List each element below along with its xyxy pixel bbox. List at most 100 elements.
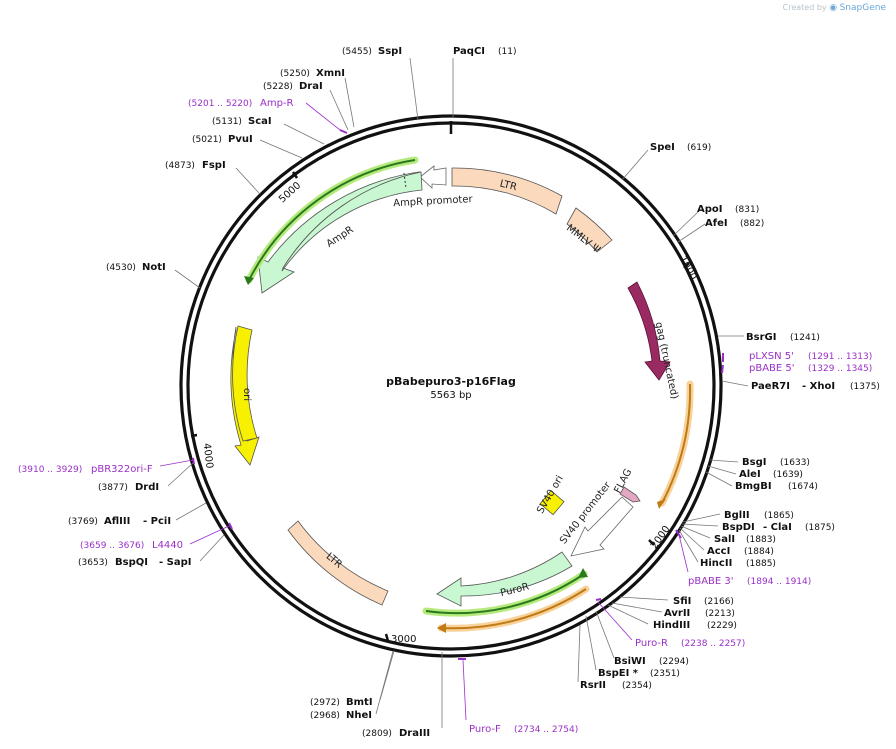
feature-ori[interactable]: ori	[230, 325, 260, 466]
site-name: RsrII	[580, 680, 606, 691]
site-nhei[interactable]: (2968) NheI	[310, 710, 372, 721]
feature-ampr-promoter[interactable]: AmpR promoter	[393, 165, 474, 209]
site-spei[interactable]: SpeI (619)	[650, 142, 711, 153]
site-sali[interactable]: SalI (1883)	[714, 534, 776, 545]
feature-green-arrow-bottom[interactable]	[422, 568, 588, 617]
feature-ltr-top[interactable]: LTR	[451, 167, 563, 215]
primer-range: (3659 .. 3676)	[80, 541, 144, 551]
site-pos: (2968)	[310, 711, 340, 721]
site-bmgbi[interactable]: BmgBI (1674)	[735, 481, 818, 492]
primer-pbabe-3[interactable]: pBABE 3' (1894 .. 1914)	[688, 576, 811, 587]
site-pos: (2972)	[310, 698, 340, 708]
primer-ampr-r[interactable]: (5201 .. 5220) Amp-R	[188, 98, 294, 109]
site-name: BsgI	[742, 457, 766, 468]
primer-name: Puro-R	[635, 638, 668, 649]
site-bsgi[interactable]: BsgI (1633)	[742, 457, 810, 468]
site-bsrgi[interactable]: BsrGI (1241)	[746, 332, 820, 343]
site-rsrii[interactable]: RsrII (2354)	[580, 680, 652, 691]
feature-sv40-ori[interactable]: SV40 ori	[535, 474, 566, 516]
site-sspi[interactable]: (5455) SspI	[342, 46, 402, 57]
site-paqci[interactable]: PaqCI (11)	[453, 46, 516, 57]
feature-ltr-bottom[interactable]: LTR	[287, 520, 389, 606]
primer-plxsn-5[interactable]: pLXSN 5' (1291 .. 1313)	[749, 351, 872, 362]
site-bspei[interactable]: BspEI * (2351)	[598, 668, 680, 679]
site-pos: (1375)	[850, 382, 880, 392]
brand-logo-text: SnapGene	[839, 3, 886, 13]
site-name: DraI	[299, 81, 323, 92]
feature-green-arrow-top[interactable]	[244, 156, 419, 285]
site-bspdi[interactable]: BspDI - ClaI (1875)	[722, 522, 835, 533]
site-drai[interactable]: (5228) DraI	[263, 81, 323, 92]
feature-label-ampr-promoter: AmpR promoter	[393, 194, 474, 209]
site-bglii[interactable]: BglII (1865)	[724, 510, 794, 521]
site-pos: (5455)	[342, 47, 372, 57]
site-name: PaeR7I	[751, 381, 790, 392]
primer-range: (1329 .. 1345)	[808, 364, 872, 374]
plasmid-name: pBabepuro3-p16Flag	[386, 375, 516, 388]
plasmid-size: 5563 bp	[430, 390, 471, 401]
site-bsiwi[interactable]: BsiWI (2294)	[614, 656, 689, 667]
site-pos: (2166)	[704, 597, 734, 607]
site-bspqi[interactable]: (3653) BspQI - SapI	[78, 557, 191, 568]
site-pos: (831)	[735, 205, 759, 215]
site-name: PvuI	[228, 134, 253, 145]
tick-labels: 1000 2000 3000 4000 5000	[201, 180, 699, 645]
tick-4000	[190, 433, 198, 438]
site-name: PaqCI	[453, 46, 485, 57]
site-hincii[interactable]: HincII (1885)	[700, 558, 776, 569]
site-pos: (2294)	[659, 657, 689, 667]
feature-puror[interactable]: PuroR	[436, 551, 573, 607]
site-noti[interactable]: (4530) NotI	[106, 262, 166, 273]
site-pvui[interactable]: (5021) PvuI	[192, 134, 253, 145]
primer-name: Puro-F	[469, 724, 501, 735]
site-afliii[interactable]: (3769) AflIII - PciI	[68, 516, 171, 527]
site-pos: (1633)	[780, 458, 810, 468]
site-name: ApoI	[697, 204, 723, 215]
feature-orange-right[interactable]	[657, 380, 694, 509]
primer-puro-r[interactable]: Puro-R (2238 .. 2257)	[635, 638, 745, 649]
feature-mmlv-psi[interactable]: MMLV Ψ	[564, 207, 613, 256]
site-alei[interactable]: AleI (1639)	[739, 469, 803, 480]
tick-1000	[683, 262, 690, 269]
site-afei[interactable]: AfeI (882)	[705, 218, 764, 229]
site-scai[interactable]: (5131) ScaI	[212, 116, 272, 127]
primer-marks	[159, 102, 724, 721]
site-name: HindIII	[653, 620, 690, 631]
site-acci[interactable]: AccI (1884)	[707, 546, 774, 557]
site-hindiii[interactable]: HindIII (2229)	[653, 620, 737, 631]
site-name: HincII	[700, 558, 732, 569]
site-bmti[interactable]: (2972) BmtI	[310, 697, 373, 708]
site-name-2: - SapI	[159, 557, 191, 568]
site-avrii[interactable]: AvrII (2213)	[664, 608, 735, 619]
primer-puro-f[interactable]: Puro-F (2734 .. 2754)	[469, 724, 578, 735]
primer-pbr322ori-f[interactable]: (3910 .. 3929) pBR322ori-F	[18, 464, 153, 475]
site-draiii[interactable]: (2809) DraIII	[362, 728, 430, 739]
site-pos: (1674)	[788, 482, 818, 492]
feature-orange-bottom[interactable]	[437, 585, 590, 633]
feature-gag-truncated[interactable]: gag (truncated)	[627, 281, 680, 400]
site-name: AleI	[739, 469, 761, 480]
arrowhead-icon	[244, 276, 254, 285]
primer-pbabe-5[interactable]: pBABE 5' (1329 .. 1345)	[749, 363, 872, 374]
site-paer7i[interactable]: PaeR7I - XhoI (1375)	[751, 381, 880, 392]
site-pos: (4530)	[106, 263, 136, 273]
position-ticks	[190, 121, 690, 642]
primer-l4440[interactable]: (3659 .. 3676) L4440	[80, 540, 183, 551]
site-pos: (1639)	[773, 470, 803, 480]
site-fspi[interactable]: (4873) FspI	[165, 160, 226, 171]
site-labels: (5455) SspI PaqCI (11) (5250) XmnI (5228…	[68, 46, 880, 739]
feature-label-ampr: AmpR	[325, 224, 356, 250]
site-name: BglII	[724, 510, 750, 521]
site-xmni[interactable]: (5250) XmnI	[280, 68, 345, 79]
site-pos: (2229)	[707, 621, 737, 631]
site-sfii[interactable]: SfiI (2166)	[673, 596, 734, 607]
site-pos: (882)	[740, 219, 764, 229]
site-apoi[interactable]: ApoI (831)	[697, 204, 759, 215]
primer-name: pBABE 3'	[688, 576, 734, 587]
site-name: FspI	[202, 160, 226, 171]
feature-flag[interactable]: FLAG	[612, 467, 641, 503]
site-name: NheI	[346, 710, 372, 721]
site-drdi[interactable]: (3877) DrdI	[98, 482, 159, 493]
snapgene-logo-icon: ◉	[829, 3, 838, 13]
